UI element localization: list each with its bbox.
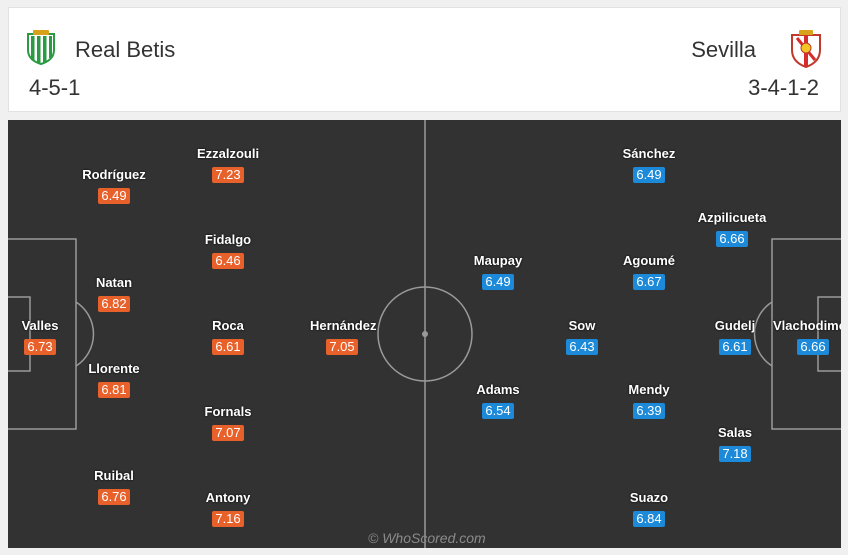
player-home-fidalgo[interactable]: Fidalgo 6.46 <box>196 232 260 270</box>
player-name: Sow <box>568 318 596 333</box>
player-away-azpilicueta[interactable]: Azpilicueta 6.66 <box>690 210 774 248</box>
player-away-salas[interactable]: Salas 7.18 <box>703 425 767 463</box>
match-header: Real Betis 4-5-1 Sevilla 3-4-1-2 <box>8 7 841 112</box>
player-rating: 6.49 <box>482 274 514 290</box>
player-home-fornals[interactable]: Fornals 7.07 <box>196 404 260 442</box>
sevilla-crest-icon <box>789 30 823 73</box>
football-pitch: Valles 6.73 Rodríguez 6.49 Natan 6.82 Ll… <box>8 120 841 548</box>
player-home-natan[interactable]: Natan 6.82 <box>82 275 146 313</box>
player-rating: 6.61 <box>212 339 244 355</box>
player-home-hernandez[interactable]: Hernández 7.05 <box>310 318 377 356</box>
player-rating: 6.61 <box>719 339 751 355</box>
player-name: Ruibal <box>94 468 134 483</box>
whoscored-watermark: © WhoScored.com <box>368 530 486 546</box>
player-home-llorente[interactable]: Llorente 6.81 <box>82 361 146 399</box>
player-name: Natan <box>95 275 133 290</box>
player-away-sanchez[interactable]: Sánchez 6.49 <box>617 146 681 184</box>
player-rating: 6.67 <box>633 274 665 290</box>
player-home-ruibal[interactable]: Ruibal 6.76 <box>82 468 146 506</box>
player-rating: 6.66 <box>797 339 829 355</box>
player-name: Mendy <box>628 382 670 397</box>
player-name: Hernández <box>310 318 377 333</box>
player-rating: 6.54 <box>482 403 514 419</box>
player-name: Gudelj <box>714 318 756 333</box>
player-name: Maupay <box>473 253 523 268</box>
player-rating: 6.82 <box>98 296 130 312</box>
player-rating: 6.39 <box>633 403 665 419</box>
pitch-markings <box>8 120 841 548</box>
player-away-agoume[interactable]: Agoumé 6.67 <box>617 253 681 291</box>
away-team-name: Sevilla <box>691 37 756 62</box>
player-home-ezzalzouli[interactable]: Ezzalzouli 7.23 <box>196 146 260 184</box>
player-home-roca[interactable]: Roca 6.61 <box>196 318 260 356</box>
away-team-formation: 3-4-1-2 <box>748 75 819 100</box>
player-name: Rodríguez <box>82 167 146 182</box>
player-rating: 7.05 <box>326 339 358 355</box>
home-team-formation: 4-5-1 <box>29 75 81 100</box>
player-away-suazo[interactable]: Suazo 6.84 <box>617 490 681 528</box>
player-home-rodriguez[interactable]: Rodríguez 6.49 <box>82 167 146 205</box>
player-name: Antony <box>205 490 251 505</box>
player-rating: 6.46 <box>212 253 244 269</box>
player-home-antony[interactable]: Antony 7.16 <box>196 490 260 528</box>
player-rating: 7.07 <box>212 425 244 441</box>
player-name: Roca <box>212 318 244 333</box>
player-name: Valles <box>21 318 59 333</box>
player-away-maupay[interactable]: Maupay 6.49 <box>466 253 530 291</box>
player-home-valles[interactable]: Valles 6.73 <box>8 318 72 356</box>
player-name: Suazo <box>629 490 669 505</box>
player-name: Ezzalzouli <box>196 146 260 161</box>
player-name: Vlachodimos <box>773 318 841 333</box>
player-away-gudelj[interactable]: Gudelj 6.61 <box>703 318 767 356</box>
player-rating: 6.49 <box>98 188 130 204</box>
player-name: Adams <box>476 382 520 397</box>
player-name: Agoumé <box>623 253 675 268</box>
real-betis-crest-icon <box>24 30 58 71</box>
player-rating: 6.73 <box>24 339 56 355</box>
player-away-vlachodimos[interactable]: Vlachodimos 6.66 <box>773 318 841 356</box>
player-rating: 6.43 <box>566 339 598 355</box>
player-name: Fidalgo <box>204 232 252 247</box>
player-rating: 6.76 <box>98 489 130 505</box>
player-rating: 6.49 <box>633 167 665 183</box>
player-name: Fornals <box>204 404 252 419</box>
home-team-name: Real Betis <box>75 37 176 62</box>
player-rating: 7.18 <box>719 446 751 462</box>
player-rating: 7.23 <box>212 167 244 183</box>
player-away-adams[interactable]: Adams 6.54 <box>466 382 530 420</box>
player-rating: 6.84 <box>633 511 665 527</box>
player-away-mendy[interactable]: Mendy 6.39 <box>617 382 681 420</box>
player-name: Sánchez <box>622 146 676 161</box>
player-name: Llorente <box>88 361 140 376</box>
player-rating: 7.16 <box>212 511 244 527</box>
player-name: Salas <box>718 425 752 440</box>
player-away-sow[interactable]: Sow 6.43 <box>550 318 614 356</box>
player-rating: 6.66 <box>716 231 748 247</box>
player-rating: 6.81 <box>98 382 130 398</box>
player-name: Azpilicueta <box>697 210 767 225</box>
